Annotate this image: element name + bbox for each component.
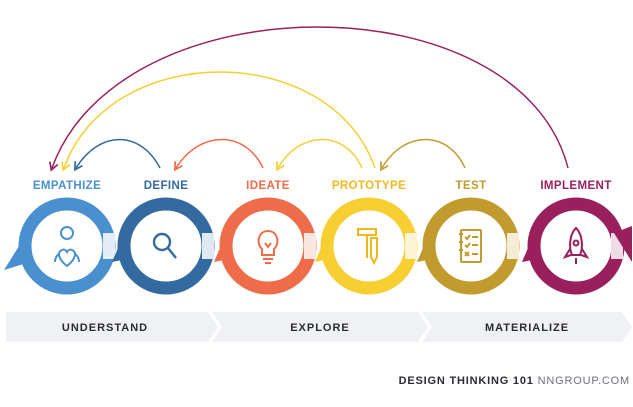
stage-ring-test — [417, 197, 520, 295]
phase-banner-explore — [212, 312, 428, 342]
lightbulb-icon — [257, 229, 279, 264]
footer-credit: DESIGN THINKING 101 NNGROUP.COM — [399, 375, 630, 387]
checklist-icon — [459, 229, 482, 263]
stage-label-empathize: EMPATHIZE — [33, 180, 101, 192]
stage-ring-implement — [522, 197, 632, 295]
prototype-to-empathize-arrow — [61, 71, 376, 172]
phase-label-explore: EXPLORE — [290, 322, 350, 334]
define-to-empathize-arrow — [73, 138, 161, 172]
footer-source: NNGROUP.COM — [538, 375, 630, 387]
stage-label-prototype: PROTOTYPE — [332, 180, 406, 192]
stage-label-test: TEST — [456, 180, 487, 192]
implement-to-empathize-arrow — [49, 26, 569, 172]
phase-label-materialize: MATERIALIZE — [485, 322, 569, 334]
stage-ring-define — [112, 197, 215, 295]
stage-ring-prototype — [315, 197, 418, 295]
stage-label-define: DEFINE — [144, 180, 189, 192]
footer-title: DESIGN THINKING 101 — [399, 375, 534, 387]
rocket-icon — [562, 226, 590, 264]
ideate-to-define-arrow — [173, 138, 264, 172]
prototype-to-ideate-arrow — [276, 138, 363, 172]
stage-label-implement: IMPLEMENT — [540, 180, 611, 192]
stage-ring-empathize — [4, 197, 116, 295]
magnifier-icon — [152, 232, 177, 259]
phase-banner-materialize — [422, 312, 632, 342]
person-heart-icon — [54, 226, 80, 268]
stage-label-ideate: IDEATE — [246, 180, 290, 192]
stage-ring-ideate — [214, 197, 317, 295]
phase-banner-understand — [6, 312, 218, 342]
phase-label-understand: UNDERSTAND — [62, 322, 148, 334]
test-to-prototype-arrow — [380, 138, 466, 172]
hammer-pencil-icon — [357, 228, 378, 266]
